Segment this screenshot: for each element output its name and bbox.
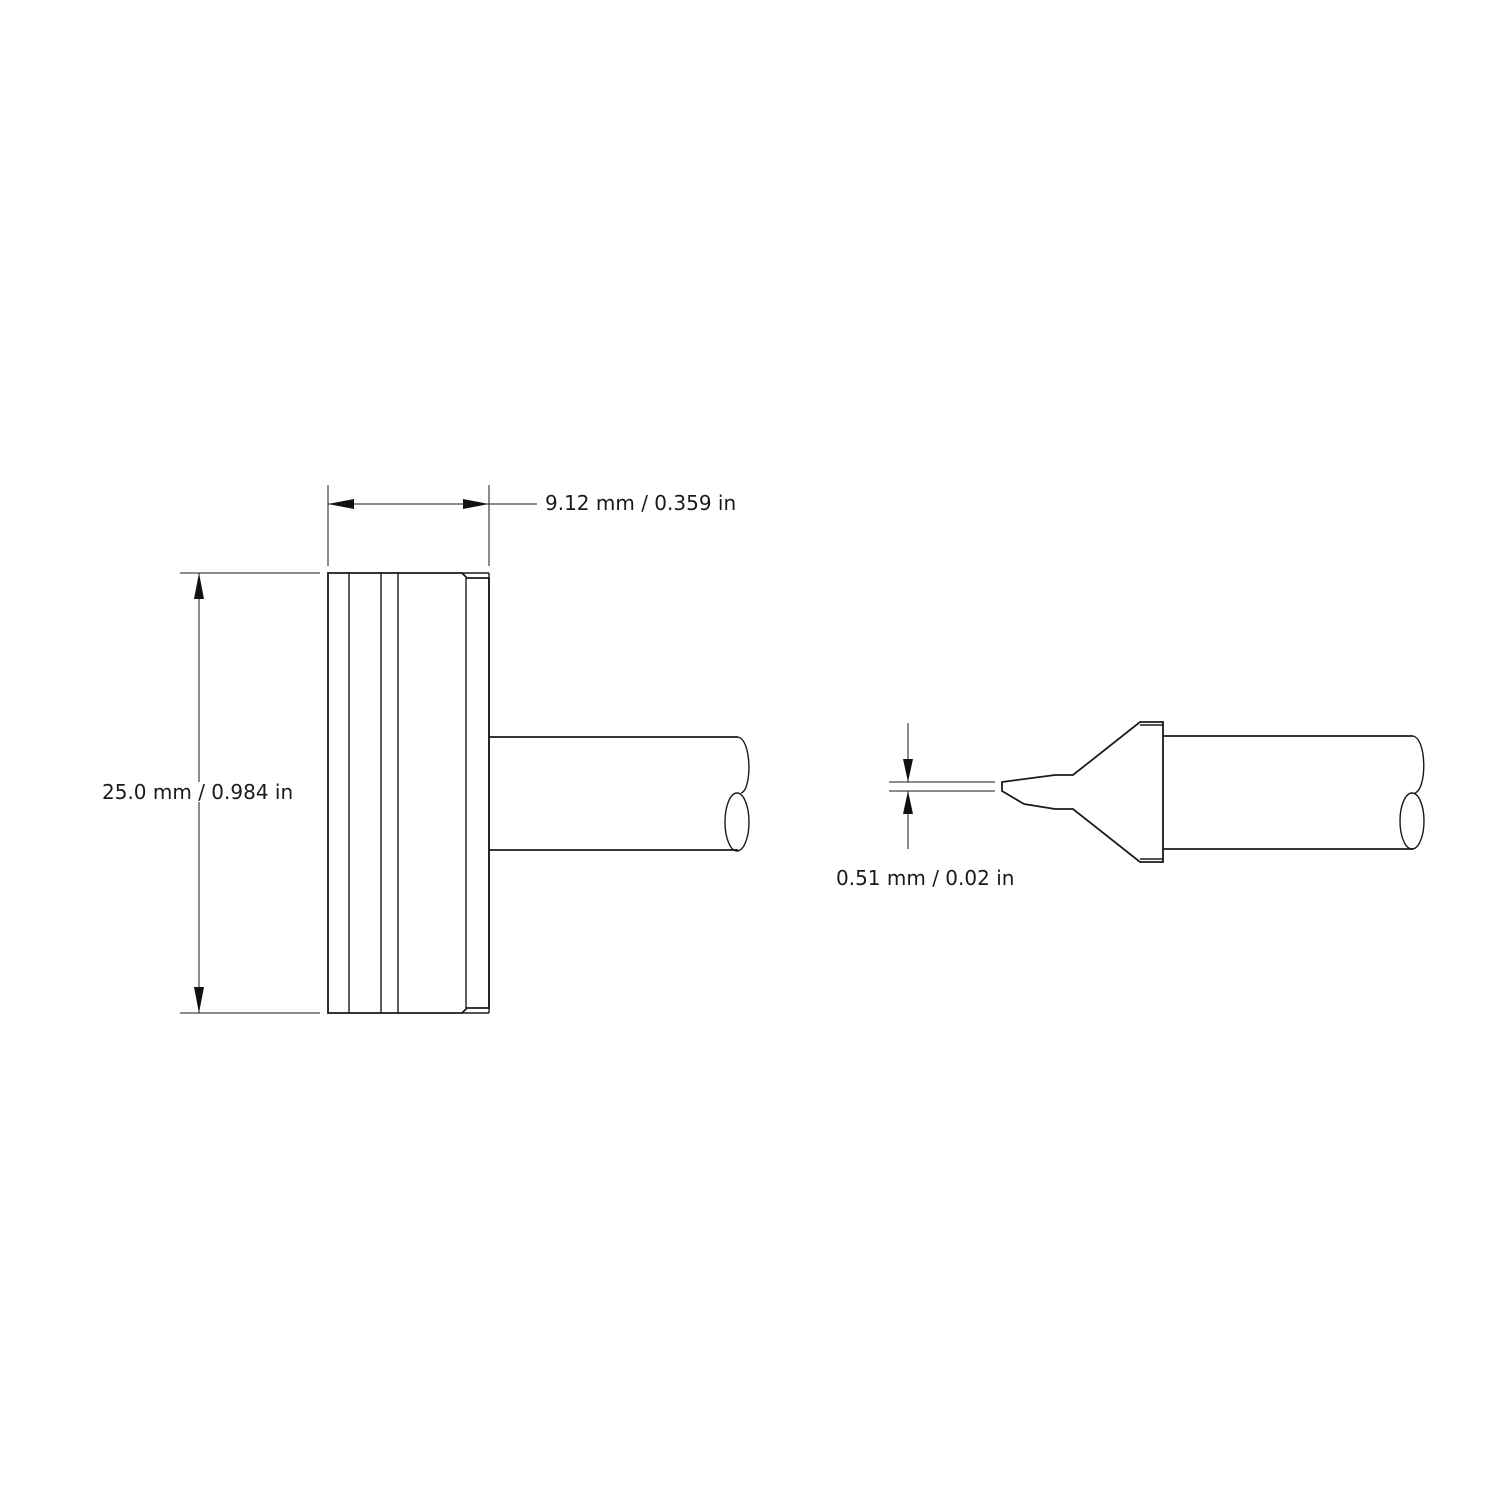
width-dimension	[327, 485, 537, 566]
front-shaft	[489, 736, 750, 852]
arrow-up-icon	[903, 791, 913, 814]
arrow-down-icon	[903, 759, 913, 782]
side-shaft	[1163, 735, 1425, 850]
side-view	[889, 721, 1425, 863]
arrow-right-icon	[463, 499, 489, 509]
tip-thickness-dimension	[889, 723, 995, 849]
width-dimension-label: 9.12 mm / 0.359 in	[545, 491, 737, 515]
tip-profile	[1001, 721, 1164, 863]
tip-thickness-dimension-label: 0.51 mm / 0.02 in	[836, 866, 1015, 890]
blade-body	[327, 572, 490, 1014]
arrow-down-icon	[194, 987, 204, 1013]
front-view	[180, 485, 750, 1014]
arrow-left-icon	[328, 499, 354, 509]
arrow-up-icon	[194, 573, 204, 599]
height-dimension-label: 25.0 mm / 0.984 in	[102, 780, 294, 804]
